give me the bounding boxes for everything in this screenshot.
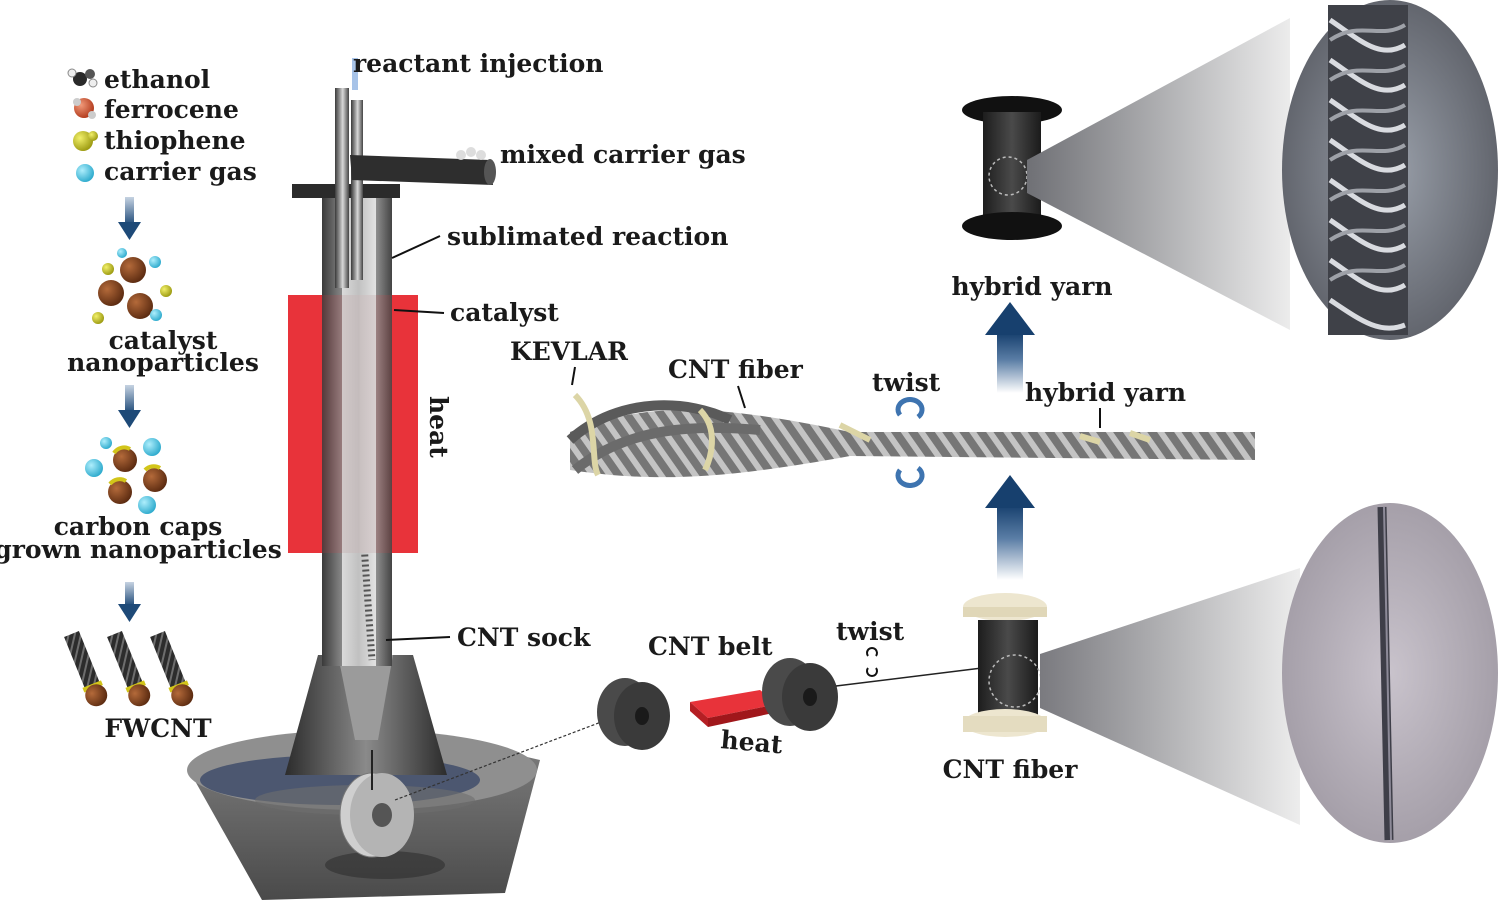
label-twist-lower: twist — [836, 617, 905, 646]
label-belt-heat: heat — [719, 725, 784, 759]
legend-ferrocene: ferrocene — [104, 95, 239, 124]
catalyst-nanoparticles-illustration — [92, 248, 172, 324]
label-catalyst: catalyst — [450, 298, 559, 327]
label-mixed-carrier-gas: mixed carrier gas — [500, 140, 746, 169]
down-arrow-icon — [118, 197, 141, 240]
stage-fwcnt: FWCNT — [104, 714, 212, 743]
up-arrow-icon — [985, 475, 1035, 580]
carbon-caps-illustration — [85, 437, 167, 514]
ethanol-molecule-icon — [67, 68, 98, 88]
label-kevlar: KEVLAR — [510, 337, 628, 366]
label-cnt-sock: CNT sock — [457, 623, 591, 652]
up-arrow-icon — [985, 302, 1035, 393]
down-arrow-icon — [118, 385, 141, 428]
fiber-micrograph — [1282, 503, 1498, 843]
fwcnt-illustration — [64, 631, 194, 707]
reactant-inlet-icon — [352, 58, 358, 90]
heater-block — [288, 295, 418, 553]
label-reactant-injection: reactant injection — [353, 49, 603, 78]
ferrocene-molecule-icon — [73, 98, 96, 119]
belt-heater — [690, 690, 778, 727]
carrier-gas-molecule-icon — [76, 164, 94, 182]
belt-roller-right — [762, 658, 838, 731]
legend-carrier-gas: carrier gas — [104, 157, 257, 186]
stage-catalyst-line1: catalyst — [109, 326, 218, 355]
label-twist-upper: twist — [872, 368, 941, 397]
label-hybrid-yarn-spool: hybrid yarn — [951, 272, 1112, 301]
legend-thiophene: thiophene — [104, 126, 246, 155]
hybrid-yarn-strand — [566, 392, 1255, 478]
belt-roller-left — [597, 678, 670, 750]
thiophene-molecule-icon — [73, 131, 98, 151]
label-cnt-fiber-spool: CNT fiber — [943, 755, 1079, 784]
twist-rotation-icon — [895, 397, 925, 488]
stage-caps-line2: grown nanoparticles — [0, 535, 282, 564]
stage-catalyst-line2: nanoparticles — [67, 348, 259, 377]
label-cnt-belt: CNT belt — [648, 632, 773, 661]
label-heat: heat — [424, 396, 453, 458]
cnt-fiber-spool — [963, 593, 1047, 737]
magnification-beam-lower — [1040, 568, 1300, 825]
twist-rotation-icon — [866, 647, 878, 677]
reagent-legend: ethanol ferrocene thiophene carrier gas — [67, 65, 257, 186]
stage-caps-line1: carbon caps — [54, 512, 223, 541]
label-hybrid-yarn-strand: hybrid yarn — [1025, 378, 1186, 407]
collection-funnel — [285, 655, 447, 775]
label-cnt-fiber-strand: CNT fiber — [668, 355, 804, 384]
stage-arrows — [118, 197, 141, 622]
hybrid-yarn-spool — [962, 96, 1062, 240]
legend-ethanol: ethanol — [104, 65, 210, 94]
label-sublimated-reaction: sublimated reaction — [447, 222, 728, 251]
magnification-beam-upper — [1027, 18, 1290, 330]
yarn-micrograph — [1282, 0, 1498, 340]
injection-pipes — [335, 88, 496, 288]
down-arrow-icon — [118, 582, 141, 622]
winding-roller — [339, 772, 414, 858]
